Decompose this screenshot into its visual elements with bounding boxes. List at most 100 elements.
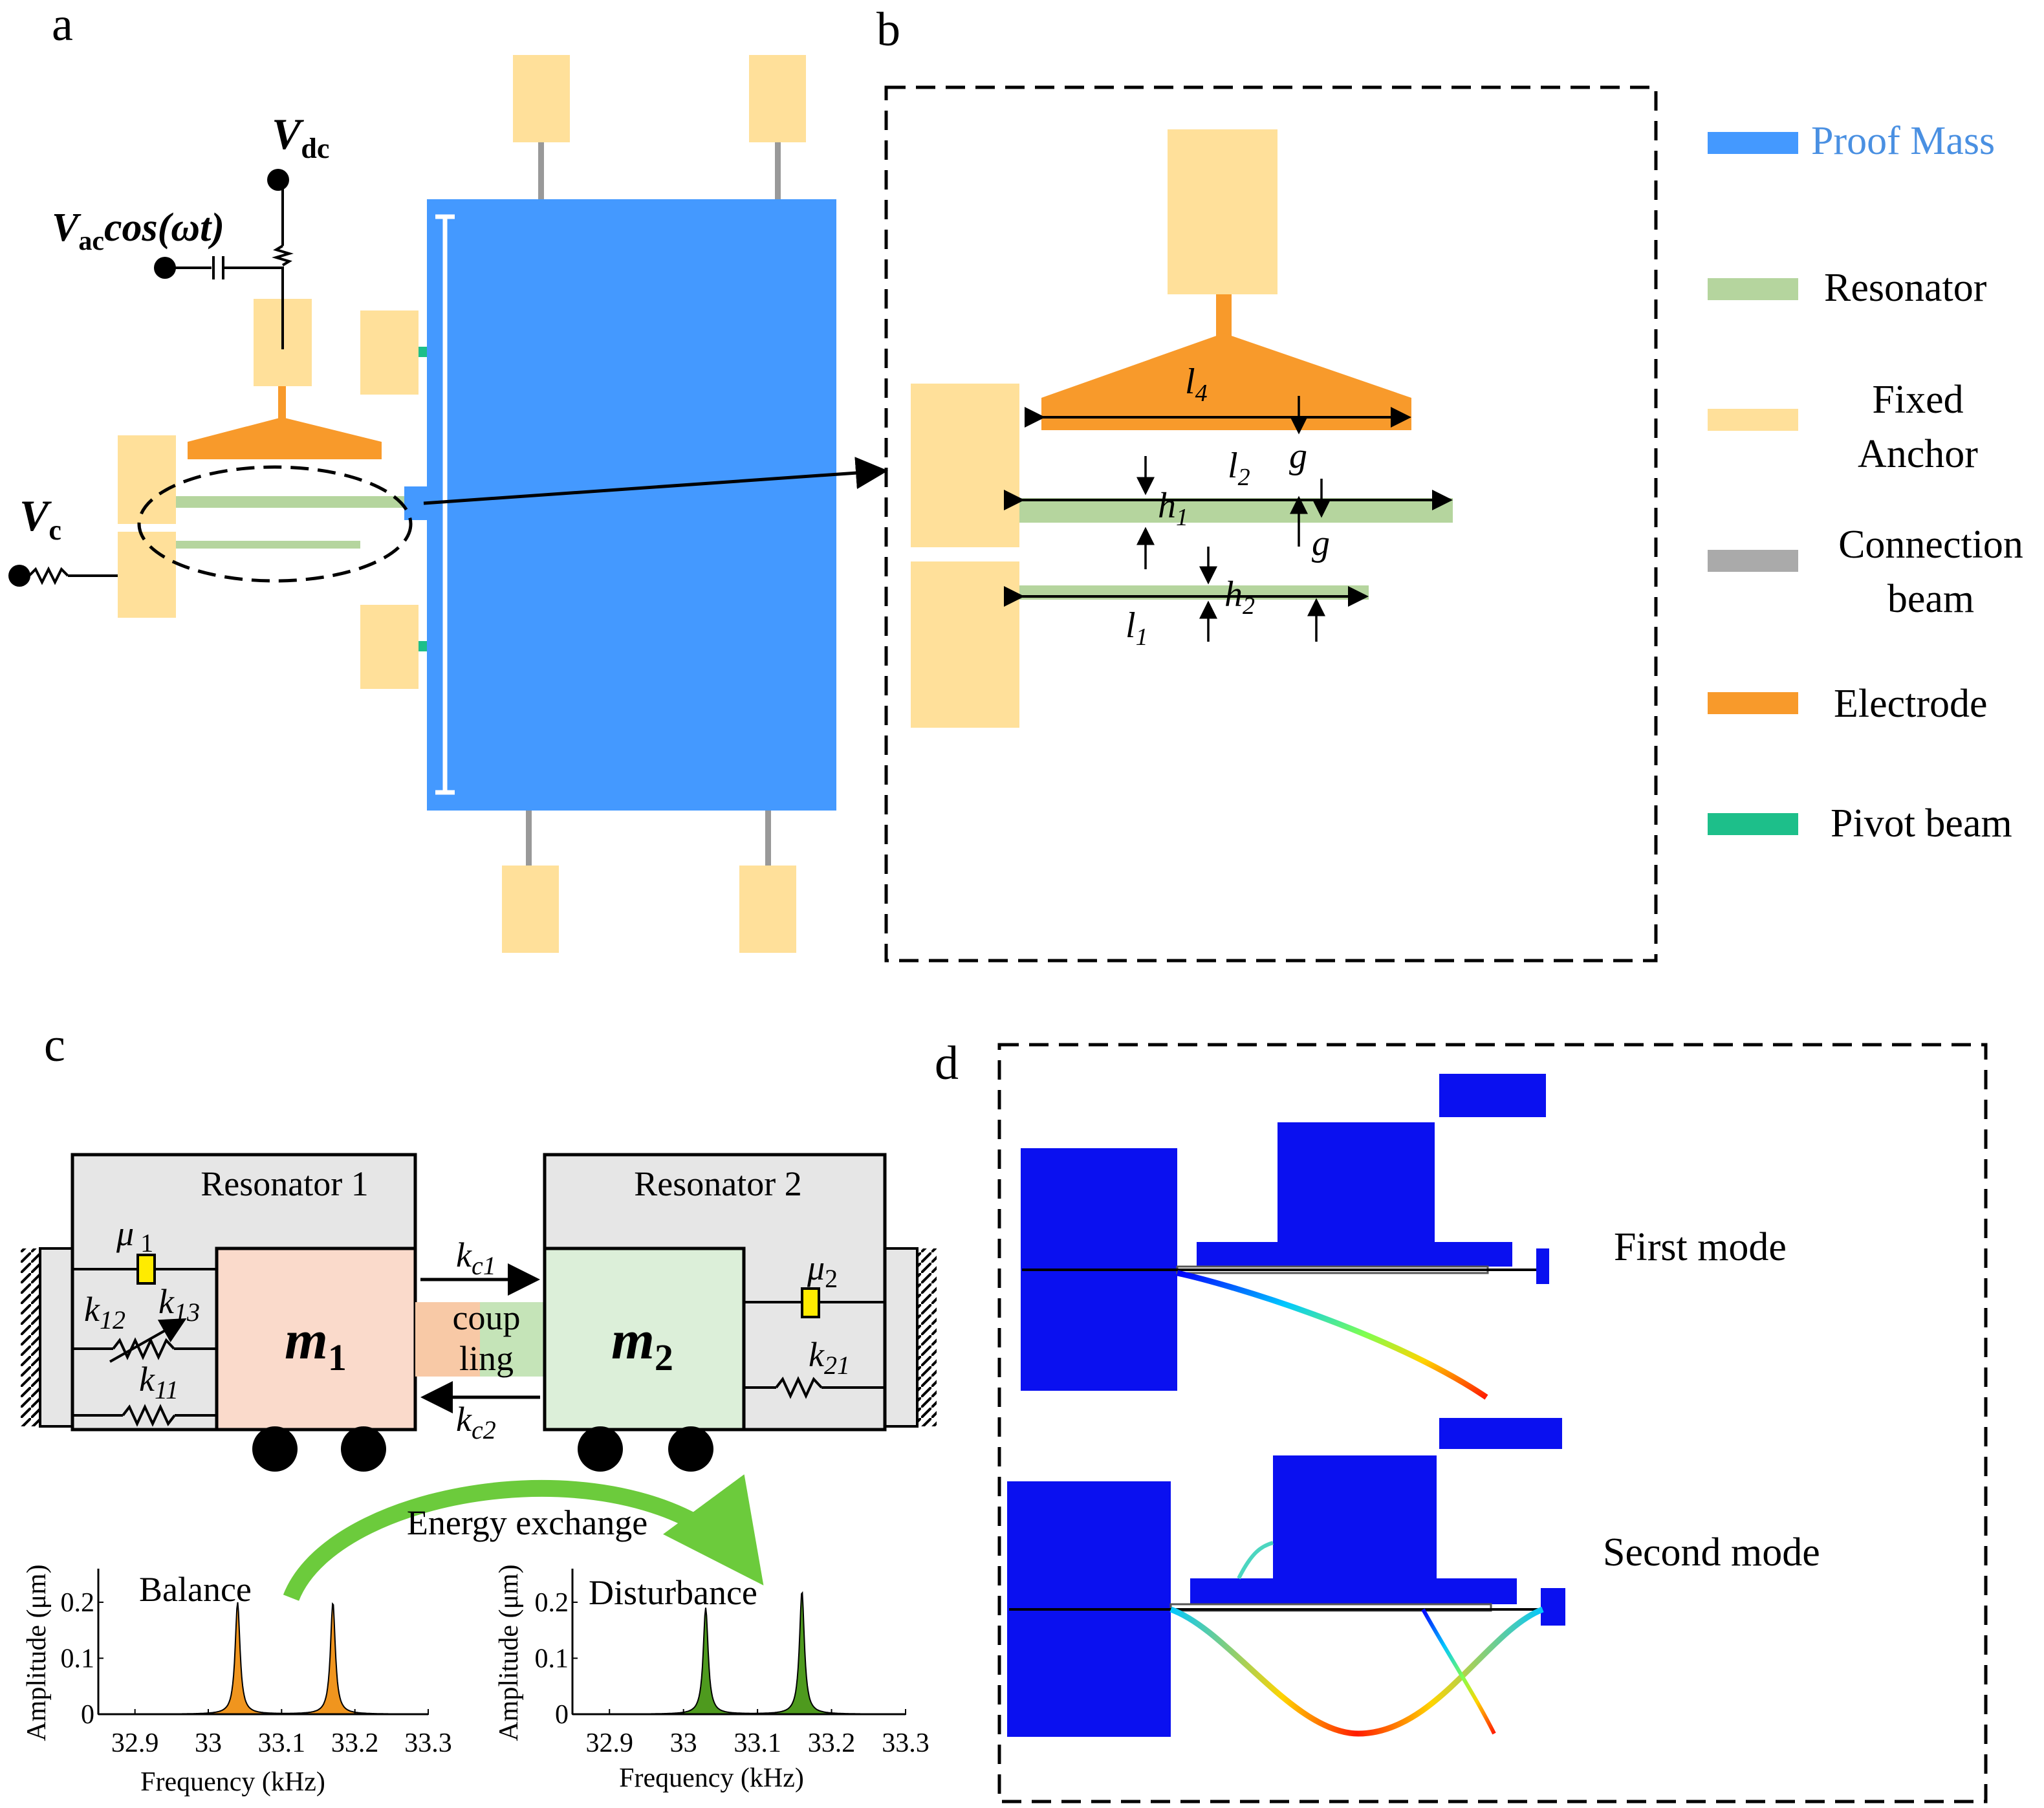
spectrum-series	[98, 1602, 429, 1715]
panel-label-c: c	[44, 1019, 65, 1072]
x-tick-label: 33.1	[734, 1728, 781, 1758]
label-h1: h1	[1158, 486, 1188, 531]
mode2-electrode-anchor	[1439, 1418, 1562, 1449]
resonator-1-label: Resonator 1	[201, 1164, 368, 1203]
y-tick-label: 0.2	[61, 1588, 95, 1618]
coupling-left	[415, 1302, 480, 1377]
electrode-b	[1041, 398, 1411, 430]
legend-swatch-electrode	[1708, 692, 1798, 714]
x-tick-label: 33.3	[882, 1728, 930, 1758]
resonator-2	[176, 541, 360, 549]
terminal-dc	[267, 169, 289, 191]
zoom-ellipse	[137, 465, 413, 583]
balance-chart: Balance Amplitude (μm) Frequency (kHz) 3…	[22, 1564, 452, 1797]
y-tick-label: 0	[81, 1700, 94, 1730]
label-l2: l2	[1228, 446, 1250, 491]
mode2-deflection-b	[1421, 1608, 1496, 1735]
legend: Proof Mass Resonator Fixed Anchor Connec…	[1708, 119, 2023, 845]
resonator-anchor-top	[118, 435, 176, 524]
panel-label-d: d	[935, 1037, 959, 1090]
x-tick-label: 33.2	[808, 1728, 856, 1758]
mode2-tip	[1541, 1588, 1565, 1626]
mode1-electrode-anchor	[1439, 1074, 1546, 1117]
resonator-2-label: Resonator 2	[634, 1164, 801, 1203]
m1-label: m1	[285, 1309, 347, 1378]
mu2-label: μ2	[807, 1248, 838, 1293]
legend-connection-beam-1: Connection	[1838, 523, 2023, 567]
spring-k12-k13	[112, 1337, 175, 1360]
panel-label-b: b	[876, 3, 900, 56]
frame-d	[997, 1043, 1988, 1803]
terminal-ac	[154, 257, 176, 279]
mode1-deflection	[1177, 1270, 1488, 1400]
kc1-label: kc1	[456, 1236, 496, 1280]
legend-fixed-anchor-1: Fixed	[1872, 378, 1963, 422]
k21-label: k21	[809, 1335, 850, 1380]
connection-beam	[775, 142, 781, 199]
legend-swatch-proof-mass	[1708, 132, 1798, 154]
k12-label: k12	[84, 1290, 125, 1334]
anchor-bottom-left	[502, 866, 559, 953]
electrode	[188, 442, 382, 459]
terminal-c	[8, 565, 30, 587]
resistor-c	[28, 566, 69, 585]
energy-exchange-arrow	[283, 1474, 764, 1602]
zoom-frame-b	[884, 85, 1658, 963]
label-g-top: g	[1289, 436, 1307, 476]
wall-right-hatch	[917, 1248, 937, 1426]
legend-swatch-connection-beam	[1708, 550, 1798, 572]
k13-label: k13	[158, 1282, 200, 1327]
y-tick-label: 0.1	[61, 1644, 95, 1673]
label-l4: l4	[1185, 362, 1208, 407]
x-tick-label: 33.3	[404, 1728, 452, 1758]
spring-k21	[775, 1376, 823, 1399]
mode2-deflection	[1169, 1606, 1544, 1737]
anchor-electrode	[1168, 129, 1278, 294]
mode1-top-block	[1278, 1122, 1435, 1245]
damper-mu2	[801, 1287, 820, 1318]
v-dc-label: Vdc	[272, 109, 329, 164]
resonator-1	[176, 496, 404, 508]
wheel	[578, 1426, 623, 1472]
damper-mu1	[136, 1254, 156, 1285]
chart-title-disturbance: Disturbance	[589, 1573, 757, 1612]
label-l1: l1	[1125, 605, 1148, 651]
anchor-resonator-bottom	[911, 561, 1019, 728]
pivot-beam-top	[419, 347, 427, 357]
disturbance-chart: Disturbance Amplitude (μm) Frequency (kH…	[494, 1564, 930, 1793]
pivot-beam-bottom	[419, 641, 427, 651]
wheel	[341, 1426, 386, 1472]
mass-2	[543, 1247, 746, 1432]
mode1-electrode	[1197, 1242, 1512, 1267]
v-ac-label: Vaccos(ωt)	[52, 206, 224, 256]
legend-electrode: Electrode	[1834, 682, 1988, 726]
wall-right	[884, 1247, 919, 1428]
resistor-dc	[272, 245, 294, 267]
kc2-label: kc2	[456, 1400, 496, 1444]
panel-d: First mode Second mode	[997, 1043, 1988, 1803]
coupling-label-2: ling	[459, 1339, 514, 1378]
anchor-bottom-right	[739, 866, 796, 953]
pivot-anchor-bottom	[360, 605, 419, 689]
zoom-arrow	[423, 457, 888, 505]
y-tick-label: 0.1	[535, 1644, 569, 1673]
y-tick-label: 0.2	[535, 1588, 569, 1618]
resonator-anchor-bottom	[118, 532, 176, 618]
panel-b: l4 g l2 h1 g h2 l1	[884, 85, 1658, 963]
connection-beam	[526, 811, 532, 866]
x-tick-label: 33	[670, 1728, 697, 1758]
wall-left	[39, 1247, 74, 1428]
legend-swatch-fixed-anchor	[1708, 409, 1798, 431]
legend-pivot-beam: Pivot beam	[1831, 801, 2012, 845]
legend-connection-beam-2: beam	[1887, 577, 1974, 621]
x-tick-label: 33	[195, 1728, 222, 1758]
anchor-top-left	[513, 55, 570, 142]
wheel	[252, 1426, 298, 1472]
label-g-bottom: g	[1312, 523, 1330, 563]
resonator-1-b	[1019, 498, 1453, 523]
pivot-anchor-top	[360, 310, 419, 395]
m2-label: m2	[611, 1309, 673, 1378]
